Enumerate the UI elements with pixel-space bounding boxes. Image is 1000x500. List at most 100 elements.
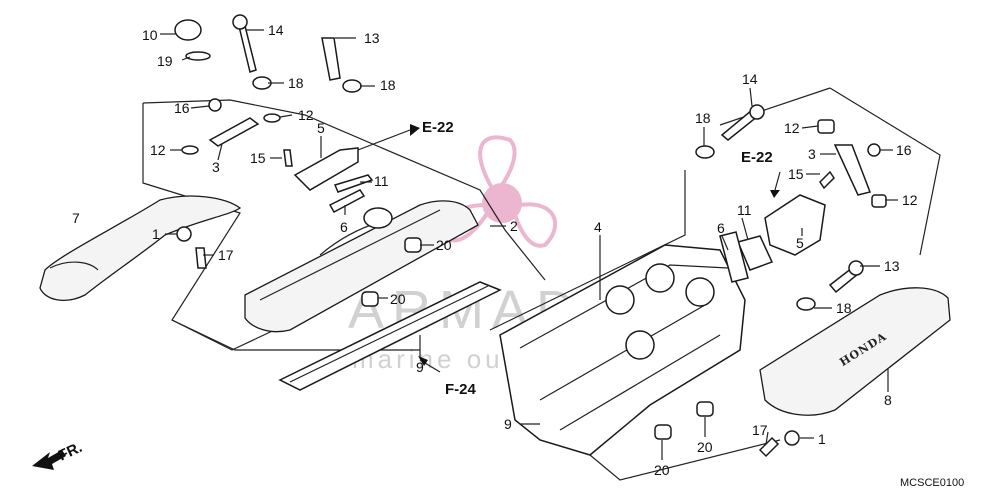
breather-5b — [764, 194, 826, 256]
callout-7: 7 — [72, 210, 80, 226]
oil-cap-10 — [174, 19, 202, 41]
cover-boss — [363, 207, 393, 229]
callout-11b: 11 — [737, 202, 752, 218]
bolt-head-13b — [848, 260, 864, 276]
callout-6b: 6 — [717, 220, 725, 236]
grommet-18c — [695, 145, 715, 159]
fr-label: FR. — [56, 439, 85, 465]
callout-14b: 14 — [742, 71, 758, 87]
callout-19: 19 — [157, 53, 173, 69]
washer-12b — [263, 113, 281, 123]
arrow-f24-icon — [418, 356, 428, 366]
leader-lines — [160, 29, 898, 460]
plate-6a — [328, 189, 366, 214]
callout-17b: 17 — [752, 422, 768, 438]
bolt-head-14b — [749, 104, 765, 120]
callout-9b: 9 — [504, 416, 512, 432]
callout-11a: 11 — [374, 173, 389, 189]
callout-12b: 12 — [298, 107, 314, 123]
arrow-e22-upper-icon — [410, 124, 420, 136]
callout-18a: 18 — [288, 75, 304, 91]
callout-10: 10 — [142, 27, 158, 43]
reference-arrows — [357, 124, 781, 373]
cylinder-head-cover — [499, 244, 746, 456]
side-cover-left — [39, 195, 242, 301]
callout-3a: 3 — [212, 159, 220, 175]
diagram-code: MCSCE0100 — [900, 477, 964, 489]
plug-20a — [404, 237, 422, 253]
grommet-1b — [784, 430, 800, 446]
callout-12c: 12 — [784, 120, 800, 136]
right-assembly-frame — [489, 87, 941, 481]
bolt-16b — [867, 143, 881, 157]
washer-19 — [185, 51, 211, 61]
callout-12a: 12 — [150, 142, 166, 158]
callout-20c: 20 — [654, 462, 670, 478]
bolt-13a — [321, 37, 341, 81]
plug-20d — [696, 401, 714, 417]
ref-e22-upper: E-22 — [422, 119, 454, 136]
callout-12d: 12 — [902, 192, 918, 208]
callout-13b: 13 — [884, 258, 900, 274]
washer-12a — [181, 145, 199, 155]
callout-17a: 17 — [218, 247, 234, 263]
bolt-15a — [283, 149, 293, 167]
cam-journal-2 — [645, 263, 675, 293]
plate-6b — [719, 231, 749, 283]
callout-14a: 14 — [268, 22, 284, 38]
callout-9a: 9 — [416, 359, 424, 375]
callout-4: 4 — [594, 219, 602, 235]
fr-arrow-icon — [32, 450, 66, 470]
washer-12c — [817, 119, 835, 134]
callout-16a: 16 — [174, 100, 190, 116]
cover-honda-right — [759, 287, 951, 416]
callout-18c: 18 — [695, 110, 711, 126]
plug-20c — [654, 424, 672, 440]
washer-12d — [871, 194, 887, 208]
bolt-17b — [758, 436, 780, 458]
hardware-left — [174, 14, 374, 269]
callout-1a: 1 — [152, 226, 160, 242]
bolt-head-14a — [232, 14, 248, 30]
callout-20d: 20 — [697, 439, 713, 455]
gasket-upper — [278, 281, 502, 391]
cam-journal-1 — [605, 285, 635, 315]
callout-16b: 16 — [896, 142, 912, 158]
callout-3b: 3 — [808, 146, 816, 162]
gasket-11a — [333, 174, 374, 193]
callout-5a: 5 — [317, 120, 325, 136]
breather-5a — [293, 147, 359, 191]
head-cover-left — [244, 200, 479, 333]
bracket-3b — [833, 144, 872, 196]
cam-journal-4 — [625, 330, 655, 360]
callout-15b: 15 — [788, 166, 804, 182]
hardware-right — [695, 104, 887, 458]
cam-journal-3 — [685, 277, 715, 307]
callout-labels: 10 19 14 18 13 18 16 12 12 3 5 15 11 6 2… — [72, 22, 918, 478]
gasket-11b — [736, 235, 774, 271]
callout-8: 8 — [884, 392, 892, 408]
bolt-16a — [208, 98, 222, 112]
bracket-3a — [208, 117, 260, 147]
callout-1b: 1 — [818, 431, 826, 447]
grommet-18d — [796, 297, 816, 311]
bolt-15b — [819, 170, 835, 190]
grommet-18b — [342, 79, 362, 93]
callout-18d: 18 — [836, 300, 852, 316]
callout-20a: 20 — [436, 237, 452, 253]
grommet-1a — [176, 226, 192, 242]
front-direction-indicator: FR. — [32, 439, 85, 470]
bolt-17a — [195, 247, 207, 269]
ref-e22-right: E-22 — [741, 149, 773, 166]
callout-18b: 18 — [380, 77, 396, 93]
callout-20b: 20 — [390, 291, 406, 307]
callout-13a: 13 — [364, 30, 380, 46]
callout-5b: 5 — [796, 235, 804, 251]
plug-20b — [361, 291, 379, 307]
callout-6a: 6 — [340, 219, 348, 235]
callout-2: 2 — [510, 218, 518, 234]
callout-15a: 15 — [250, 150, 266, 166]
arrow-e22-right-icon — [770, 190, 780, 198]
ref-f24: F-24 — [445, 381, 477, 398]
